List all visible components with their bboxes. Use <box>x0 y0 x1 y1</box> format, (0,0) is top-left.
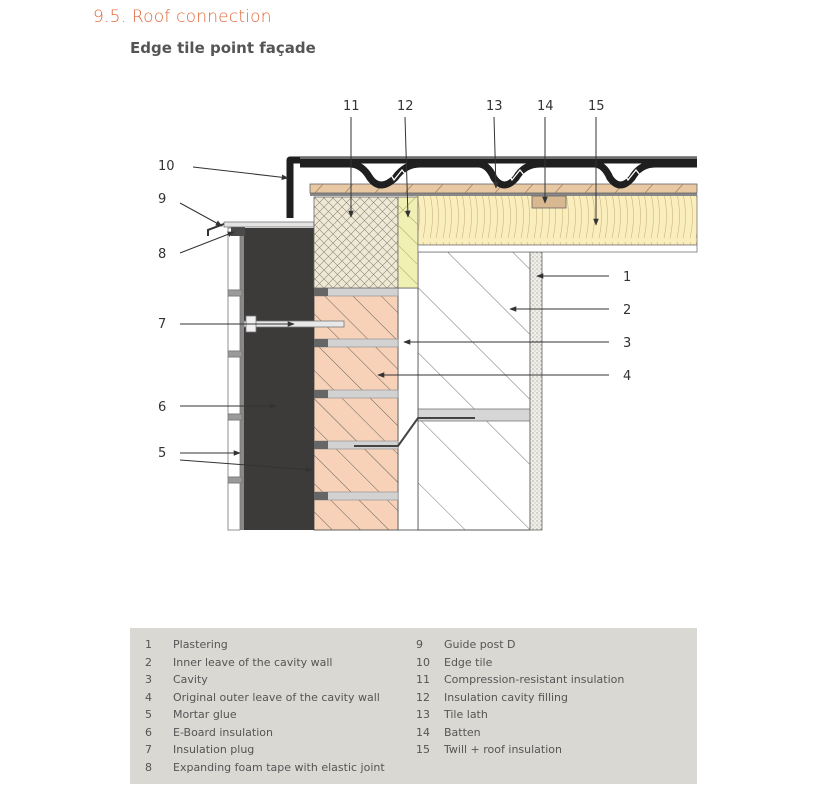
legend-panel: 1 Plastering 2 Inner leave of the cavity w… <box>130 628 697 784</box>
legend-number: 11 <box>416 673 430 686</box>
legend-number: 3 <box>145 673 152 686</box>
legend-label: Mortar glue <box>173 708 237 721</box>
legend-number: 1 <box>145 638 152 651</box>
legend-item: 14 Batten <box>416 726 624 744</box>
legend-item: 15 Twill + roof insulation <box>416 743 624 761</box>
legend-number: 9 <box>416 638 423 651</box>
legend-label: Edge tile <box>444 655 493 669</box>
legend-item: 10 Edge tile <box>416 656 624 674</box>
callout-13: 13 <box>486 99 503 114</box>
legend-label: Insulation plug <box>173 743 255 756</box>
callout-4: 4 <box>623 369 631 384</box>
subtitle: Edge tile point façade <box>130 39 316 57</box>
legend-item: 3 Cavity <box>145 673 385 691</box>
eboard-insulation <box>244 228 314 530</box>
legend-number: 13 <box>416 708 430 721</box>
legend-item: 9 Guide post D <box>416 638 624 656</box>
outer-brick-leaf <box>313 287 399 531</box>
legend-label: Expanding foam tape with elastic joint <box>173 760 385 774</box>
legend-number: 6 <box>145 725 152 739</box>
callout-10: 10 <box>158 159 175 174</box>
batten <box>531 195 567 209</box>
legend-label: Guide post D <box>444 638 516 651</box>
legend-item: 12 Insulation cavity filling <box>416 691 624 709</box>
legend-number: 10 <box>416 655 430 669</box>
legend-label: Compression-resistant insulation <box>444 673 625 686</box>
legend-item: 7 Insulation plug <box>145 743 385 761</box>
legend-number: 8 <box>145 760 152 774</box>
legend-item: 4 Original outer leave of the cavity wall <box>145 691 385 709</box>
legend-item: 1 Plastering <box>145 638 385 656</box>
legend-number: 7 <box>145 743 152 756</box>
legend-item: 2 Inner leave of the cavity wall <box>145 656 385 674</box>
legend-item: 5 Mortar glue <box>145 708 385 726</box>
cavity <box>397 287 419 531</box>
callout-12: 12 <box>397 99 414 114</box>
roof-connection-drawing: 1 2 3 4 5 6 7 8 9 10 11 12 13 14 15 <box>158 99 698 531</box>
legend-number: 12 <box>416 690 430 704</box>
callout-3: 3 <box>623 336 631 351</box>
legend-number: 14 <box>416 725 430 739</box>
legend-label: Tile lath <box>444 708 488 721</box>
callout-11: 11 <box>343 99 360 114</box>
inner-leaf <box>417 251 531 531</box>
legend-item: 6 E-Board insulation <box>145 726 385 744</box>
legend-label: Batten <box>444 725 481 739</box>
callout-15: 15 <box>588 99 605 114</box>
legend-number: 4 <box>145 690 152 704</box>
legend-item: 11 Compression-resistant insulation <box>416 673 624 691</box>
roof-tiles <box>286 156 697 218</box>
wall-tie <box>354 417 475 447</box>
callout-9: 9 <box>158 192 166 207</box>
legend-label: Twill + roof insulation <box>444 743 562 756</box>
callout-6: 6 <box>158 400 166 415</box>
legend-label: Plastering <box>173 638 228 651</box>
legend-label: Original outer leave of the cavity wall <box>173 690 380 704</box>
callout-8: 8 <box>158 247 166 262</box>
legend-item: 8 Expanding foam tape with elastic joint <box>145 761 385 779</box>
legend-number: 2 <box>145 655 152 669</box>
callout-lines <box>179 116 609 473</box>
legend-number: 15 <box>416 743 430 756</box>
legend-item: 13 Tile lath <box>416 708 624 726</box>
legend-label: Cavity <box>173 673 208 686</box>
legend-number: 5 <box>145 708 152 721</box>
callout-5: 5 <box>158 446 166 461</box>
legend-label: Insulation cavity filling <box>444 690 569 704</box>
callout-1: 1 <box>623 270 631 285</box>
callout-14: 14 <box>537 99 554 114</box>
callout-7: 7 <box>158 317 166 332</box>
legend-label: Inner leave of the cavity wall <box>173 655 333 669</box>
legend-label: E-Board insulation <box>173 725 273 739</box>
section-title: 9.5. Roof connection <box>93 7 272 27</box>
legend-column-left: 1 Plastering 2 Inner leave of the cavity w… <box>145 638 385 778</box>
mortar-glue <box>240 228 244 530</box>
facade-slips <box>227 227 243 531</box>
callout-2: 2 <box>623 303 631 318</box>
legend-column-right: 9 Guide post D 10 Edge tile 11 Compression-… <box>416 638 624 761</box>
